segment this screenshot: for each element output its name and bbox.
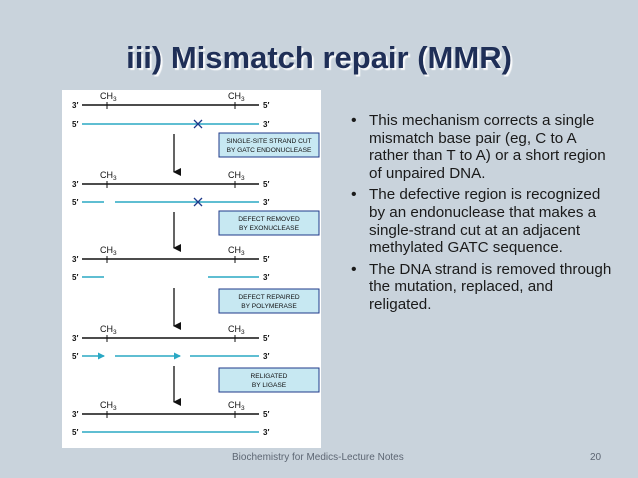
bullet-item: This mechanism corrects a single mismatc… bbox=[347, 112, 615, 182]
methyl-label: CH3 bbox=[100, 245, 117, 257]
strand-end-label: 3′ bbox=[263, 198, 269, 207]
strand-end-label: 3′ bbox=[263, 352, 269, 361]
strand-end-label: 5′ bbox=[72, 273, 78, 282]
strand-end-label: 3′ bbox=[72, 101, 78, 110]
step-label-box bbox=[218, 367, 320, 393]
strand-end-label: 3′ bbox=[72, 255, 78, 264]
step-label-line: RELIGATED bbox=[251, 373, 288, 380]
step-label-line: DEFECT REMOVED bbox=[238, 216, 300, 223]
methyl-label: CH3 bbox=[228, 245, 245, 257]
strand-end-label: 5′ bbox=[72, 352, 78, 361]
slide-title: iii) Mismatch repair (MMR) bbox=[126, 40, 512, 75]
step-label-line: BY GATC ENDONUCLEASE bbox=[227, 147, 312, 154]
strand-end-label: 3′ bbox=[72, 410, 78, 419]
methyl-label: CH3 bbox=[100, 91, 117, 103]
strand-end-label: 5′ bbox=[263, 410, 269, 419]
methyl-label: CH3 bbox=[228, 91, 245, 103]
step-label-line: SINGLE-SITE STRAND CUT bbox=[226, 138, 311, 145]
strand-end-label: 3′ bbox=[263, 120, 269, 129]
methyl-label: CH3 bbox=[100, 400, 117, 412]
mismatch-mark bbox=[193, 197, 203, 207]
step-label-box bbox=[218, 210, 320, 236]
methyl-label: CH3 bbox=[228, 400, 245, 412]
bullet-item: The DNA strand is removed through the mu… bbox=[347, 261, 615, 314]
mismatch-mark bbox=[193, 119, 203, 129]
strand-end-label: 3′ bbox=[263, 273, 269, 282]
step-label-line: BY POLYMERASE bbox=[241, 303, 297, 310]
methyl-label: CH3 bbox=[228, 170, 245, 182]
strand-end-label: 5′ bbox=[72, 428, 78, 437]
methyl-label: CH3 bbox=[228, 324, 245, 336]
strand-end-label: 5′ bbox=[263, 334, 269, 343]
step-label-line: BY EXONUCLEASE bbox=[239, 225, 300, 232]
bullet-item: The defective region is recognized by an… bbox=[347, 186, 615, 256]
page-number: 20 bbox=[590, 452, 602, 463]
strand-end-label: 3′ bbox=[72, 180, 78, 189]
step-label-box bbox=[218, 288, 320, 314]
strand-end-label: 5′ bbox=[263, 255, 269, 264]
strand-end-label: 3′ bbox=[72, 334, 78, 343]
methyl-label: CH3 bbox=[100, 170, 117, 182]
strand-end-label: 5′ bbox=[263, 101, 269, 110]
methyl-label: CH3 bbox=[100, 324, 117, 336]
strand-end-label: 5′ bbox=[72, 120, 78, 129]
footer-text: Biochemistry for Medics-Lecture Notes bbox=[232, 452, 404, 463]
strand-end-label: 3′ bbox=[263, 428, 269, 437]
step-label-line: BY LIGASE bbox=[252, 382, 287, 389]
step-label-line: DEFECT REPAIRED bbox=[238, 294, 300, 301]
strand-end-label: 5′ bbox=[72, 198, 78, 207]
bullet-list: This mechanism corrects a single mismatc… bbox=[347, 112, 615, 318]
strand-end-label: 5′ bbox=[263, 180, 269, 189]
step-label-box bbox=[218, 132, 320, 158]
